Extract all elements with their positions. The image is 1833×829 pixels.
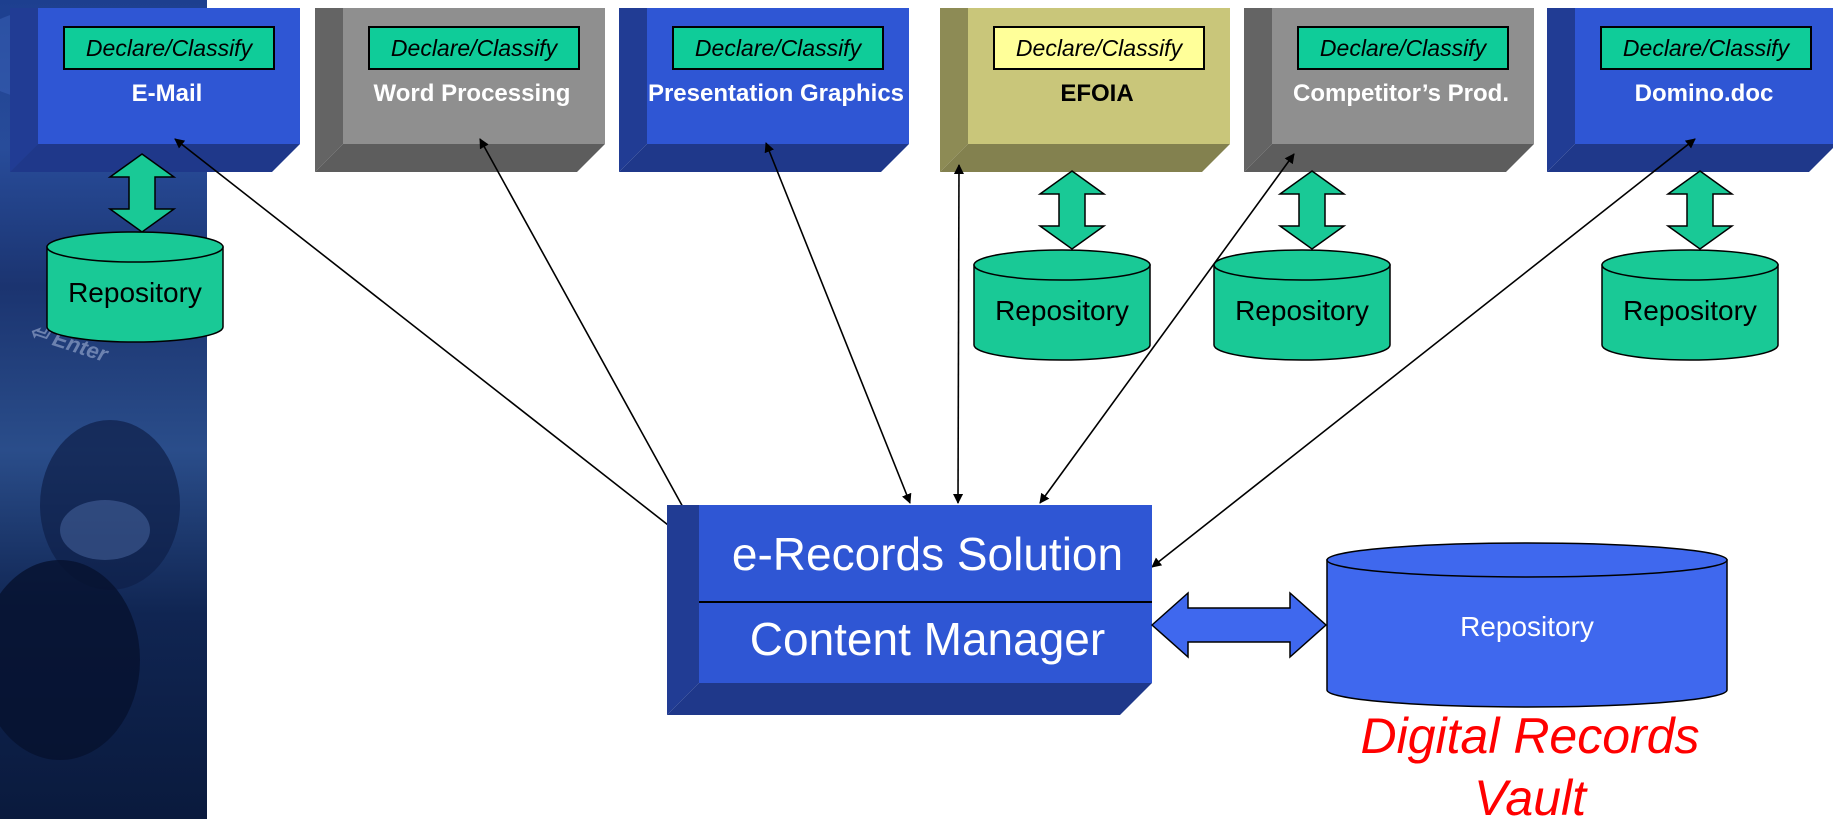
- repository-label: Repository: [995, 295, 1129, 326]
- repository-label: Repository: [1623, 295, 1757, 326]
- repository-label: Repository: [68, 277, 202, 308]
- connector-arrow: [479, 138, 701, 539]
- declare-classify-label: Declare/Classify: [368, 26, 580, 70]
- central-bottom-label: Content Manager: [749, 613, 1106, 665]
- central-top-label: e-Records Solution: [731, 528, 1124, 580]
- system-name: Word Processing: [373, 80, 571, 107]
- declare-classify-label: Declare/Classify: [1297, 26, 1509, 70]
- vault-title: Digital Records Vault: [1360, 708, 1700, 826]
- connector-arrow: [174, 138, 701, 551]
- connector-arrow: [764, 142, 912, 504]
- connector-arrow: [1151, 138, 1696, 568]
- central-box: [667, 505, 1152, 715]
- connector-arrow: [953, 164, 964, 504]
- system-name: Presentation Graphics: [647, 80, 905, 107]
- repository-link-arrow: [1277, 170, 1347, 250]
- system-name: E-Mail: [131, 80, 203, 107]
- system-name: EFOIA: [1060, 80, 1134, 107]
- system-name: Competitor’s Prod.: [1292, 80, 1509, 107]
- repository-link-arrow: [1665, 170, 1735, 250]
- vault-repository-label: Repository: [1460, 611, 1594, 642]
- declare-classify-label: Declare/Classify: [993, 26, 1205, 70]
- repository-link-arrow: [1037, 170, 1107, 250]
- vault-repository-cylinder: [1326, 542, 1728, 708]
- vault-link-arrow: [1150, 591, 1328, 659]
- system-name: Domino.doc: [1634, 80, 1774, 107]
- repository-label: Repository: [1235, 295, 1369, 326]
- declare-classify-label: Declare/Classify: [672, 26, 884, 70]
- declare-classify-label: Declare/Classify: [63, 26, 275, 70]
- declare-classify-label: Declare/Classify: [1600, 26, 1812, 70]
